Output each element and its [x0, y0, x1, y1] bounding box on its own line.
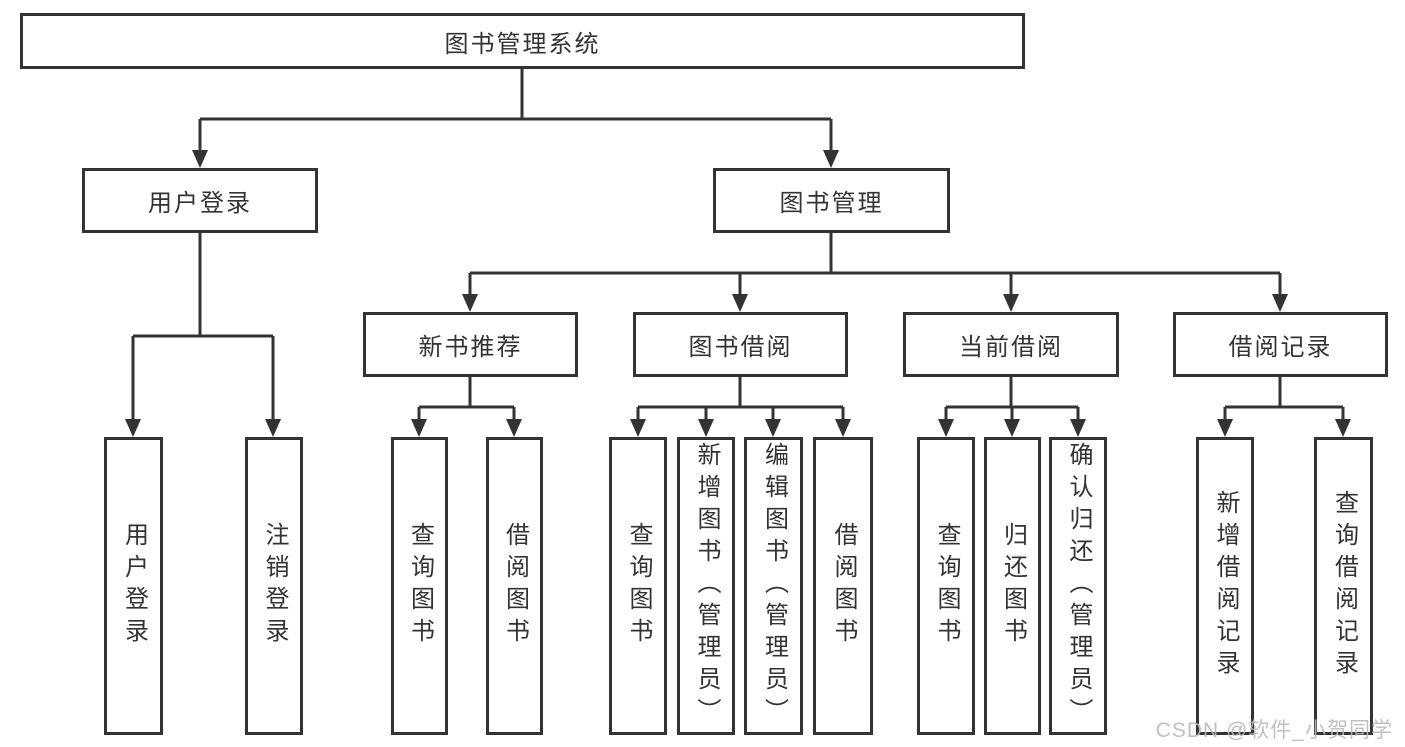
leaf-add-borrow-record-label: 新增借阅记录 — [1212, 490, 1239, 682]
leaf-recommend-borrow-books-label: 借阅图书 — [501, 522, 529, 650]
leaf-current-query-books-label: 查询图书 — [933, 522, 960, 650]
node-borrow-records: 借阅记录 — [1173, 312, 1388, 377]
leaf-query-borrow-record: 查询借阅记录 — [1314, 437, 1373, 735]
node-current-borrow-label: 当前借阅 — [959, 334, 1063, 361]
leaf-add-book-admin-label: 新增图书（管理员） — [693, 442, 720, 730]
leaf-confirm-return-admin: 确认归还（管理员） — [1049, 437, 1107, 735]
leaf-recommend-query-books-label: 查询图书 — [406, 522, 434, 650]
leaf-borrow-query-books-label: 查询图书 — [625, 522, 652, 650]
leaf-user-login: 用户登录 — [104, 437, 163, 735]
leaf-borrow-books-label: 借阅图书 — [830, 522, 857, 650]
leaf-logout: 注销登录 — [245, 437, 303, 735]
node-root-system: 图书管理系统 — [20, 13, 1025, 69]
leaf-recommend-borrow-books: 借阅图书 — [486, 437, 543, 735]
watermark: CSDN @软件_小贺同学 — [1155, 719, 1393, 742]
node-user-login: 用户登录 — [82, 168, 318, 233]
node-user-login-label: 用户登录 — [148, 190, 252, 217]
leaf-user-login-label: 用户登录 — [120, 522, 148, 650]
node-book-borrow-label: 图书借阅 — [688, 334, 793, 361]
leaf-add-book-admin: 新增图书（管理员） — [677, 437, 735, 735]
leaf-current-query-books: 查询图书 — [917, 437, 975, 735]
node-new-book-recommend: 新书推荐 — [363, 312, 578, 377]
leaf-return-books: 归还图书 — [984, 437, 1041, 735]
node-book-management: 图书管理 — [713, 168, 950, 233]
node-borrow-records-label: 借阅记录 — [1228, 334, 1333, 361]
node-root-system-label: 图书管理系统 — [444, 30, 601, 58]
leaf-return-books-label: 归还图书 — [999, 522, 1027, 650]
leaf-logout-label: 注销登录 — [261, 522, 288, 650]
leaf-recommend-query-books: 查询图书 — [391, 437, 448, 735]
leaf-query-borrow-record-label: 查询借阅记录 — [1330, 490, 1358, 682]
leaf-confirm-return-admin-label: 确认归还（管理员） — [1065, 442, 1092, 730]
leaf-edit-book-admin-label: 编辑图书（管理员） — [760, 442, 788, 730]
node-current-borrow: 当前借阅 — [903, 312, 1119, 377]
node-book-management-label: 图书管理 — [779, 190, 884, 217]
node-new-book-recommend-label: 新书推荐 — [418, 334, 523, 361]
leaf-add-borrow-record: 新增借阅记录 — [1196, 437, 1254, 735]
leaf-edit-book-admin: 编辑图书（管理员） — [744, 437, 803, 735]
leaf-borrow-query-books: 查询图书 — [609, 437, 667, 735]
leaf-borrow-books: 借阅图书 — [813, 437, 873, 735]
node-book-borrow: 图书借阅 — [633, 312, 848, 377]
